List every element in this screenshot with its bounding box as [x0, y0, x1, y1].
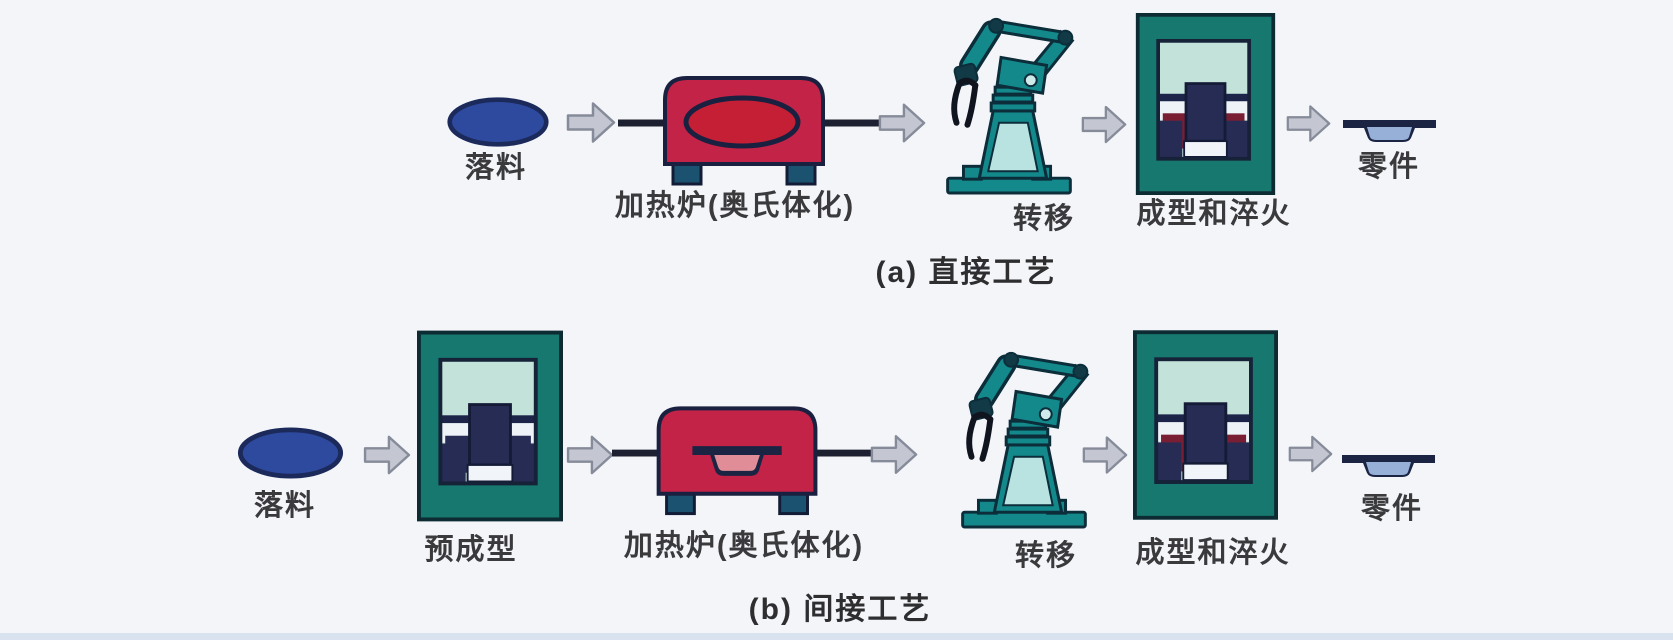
- flow-arrow-icon: [1082, 434, 1128, 476]
- caption-indirect-process: (b) 间接工艺: [748, 593, 932, 626]
- flow-arrow-icon: [878, 101, 926, 145]
- label-part-b: 零件: [1360, 493, 1424, 525]
- page-edge: [0, 633, 1673, 640]
- label-forming-a: 成型和淬火: [1136, 198, 1292, 230]
- blank-ellipse-icon: [234, 426, 347, 480]
- flow-arrow-icon: [1286, 102, 1331, 145]
- label-forming-b: 成型和淬火: [1135, 537, 1291, 569]
- flow-arrow-icon: [363, 434, 411, 476]
- robot-arm-icon: [948, 342, 1098, 530]
- robot-arm-icon: [933, 8, 1083, 196]
- flow-arrow-icon: [566, 100, 616, 145]
- label-preform-b: 预成型: [424, 534, 518, 566]
- label-furnace-b: 加热炉(奥氏体化): [623, 530, 865, 562]
- label-blank-a: 落料: [464, 152, 528, 184]
- flow-arrow-icon: [566, 434, 614, 476]
- press-machine-icon: [1133, 13, 1278, 195]
- flow-arrow-icon: [1288, 433, 1333, 475]
- furnace-icon: [612, 404, 872, 518]
- label-blank-b: 落料: [253, 490, 317, 522]
- label-transfer-b: 转移: [1014, 540, 1078, 572]
- caption-direct-process: (a) 直接工艺: [875, 256, 1057, 289]
- press-machine-icon: [417, 328, 563, 524]
- furnace-icon: [618, 74, 880, 188]
- press-machine-icon: [1133, 327, 1278, 523]
- label-transfer-a: 转移: [1012, 203, 1076, 235]
- hat-part-icon: [1341, 113, 1438, 145]
- hat-part-icon: [1340, 448, 1437, 480]
- label-part-a: 零件: [1357, 151, 1421, 183]
- flow-arrow-icon: [1081, 103, 1127, 146]
- flow-arrow-icon: [870, 433, 918, 476]
- blank-ellipse-icon: [443, 96, 553, 148]
- label-furnace-a: 加热炉(奥氏体化): [614, 190, 856, 222]
